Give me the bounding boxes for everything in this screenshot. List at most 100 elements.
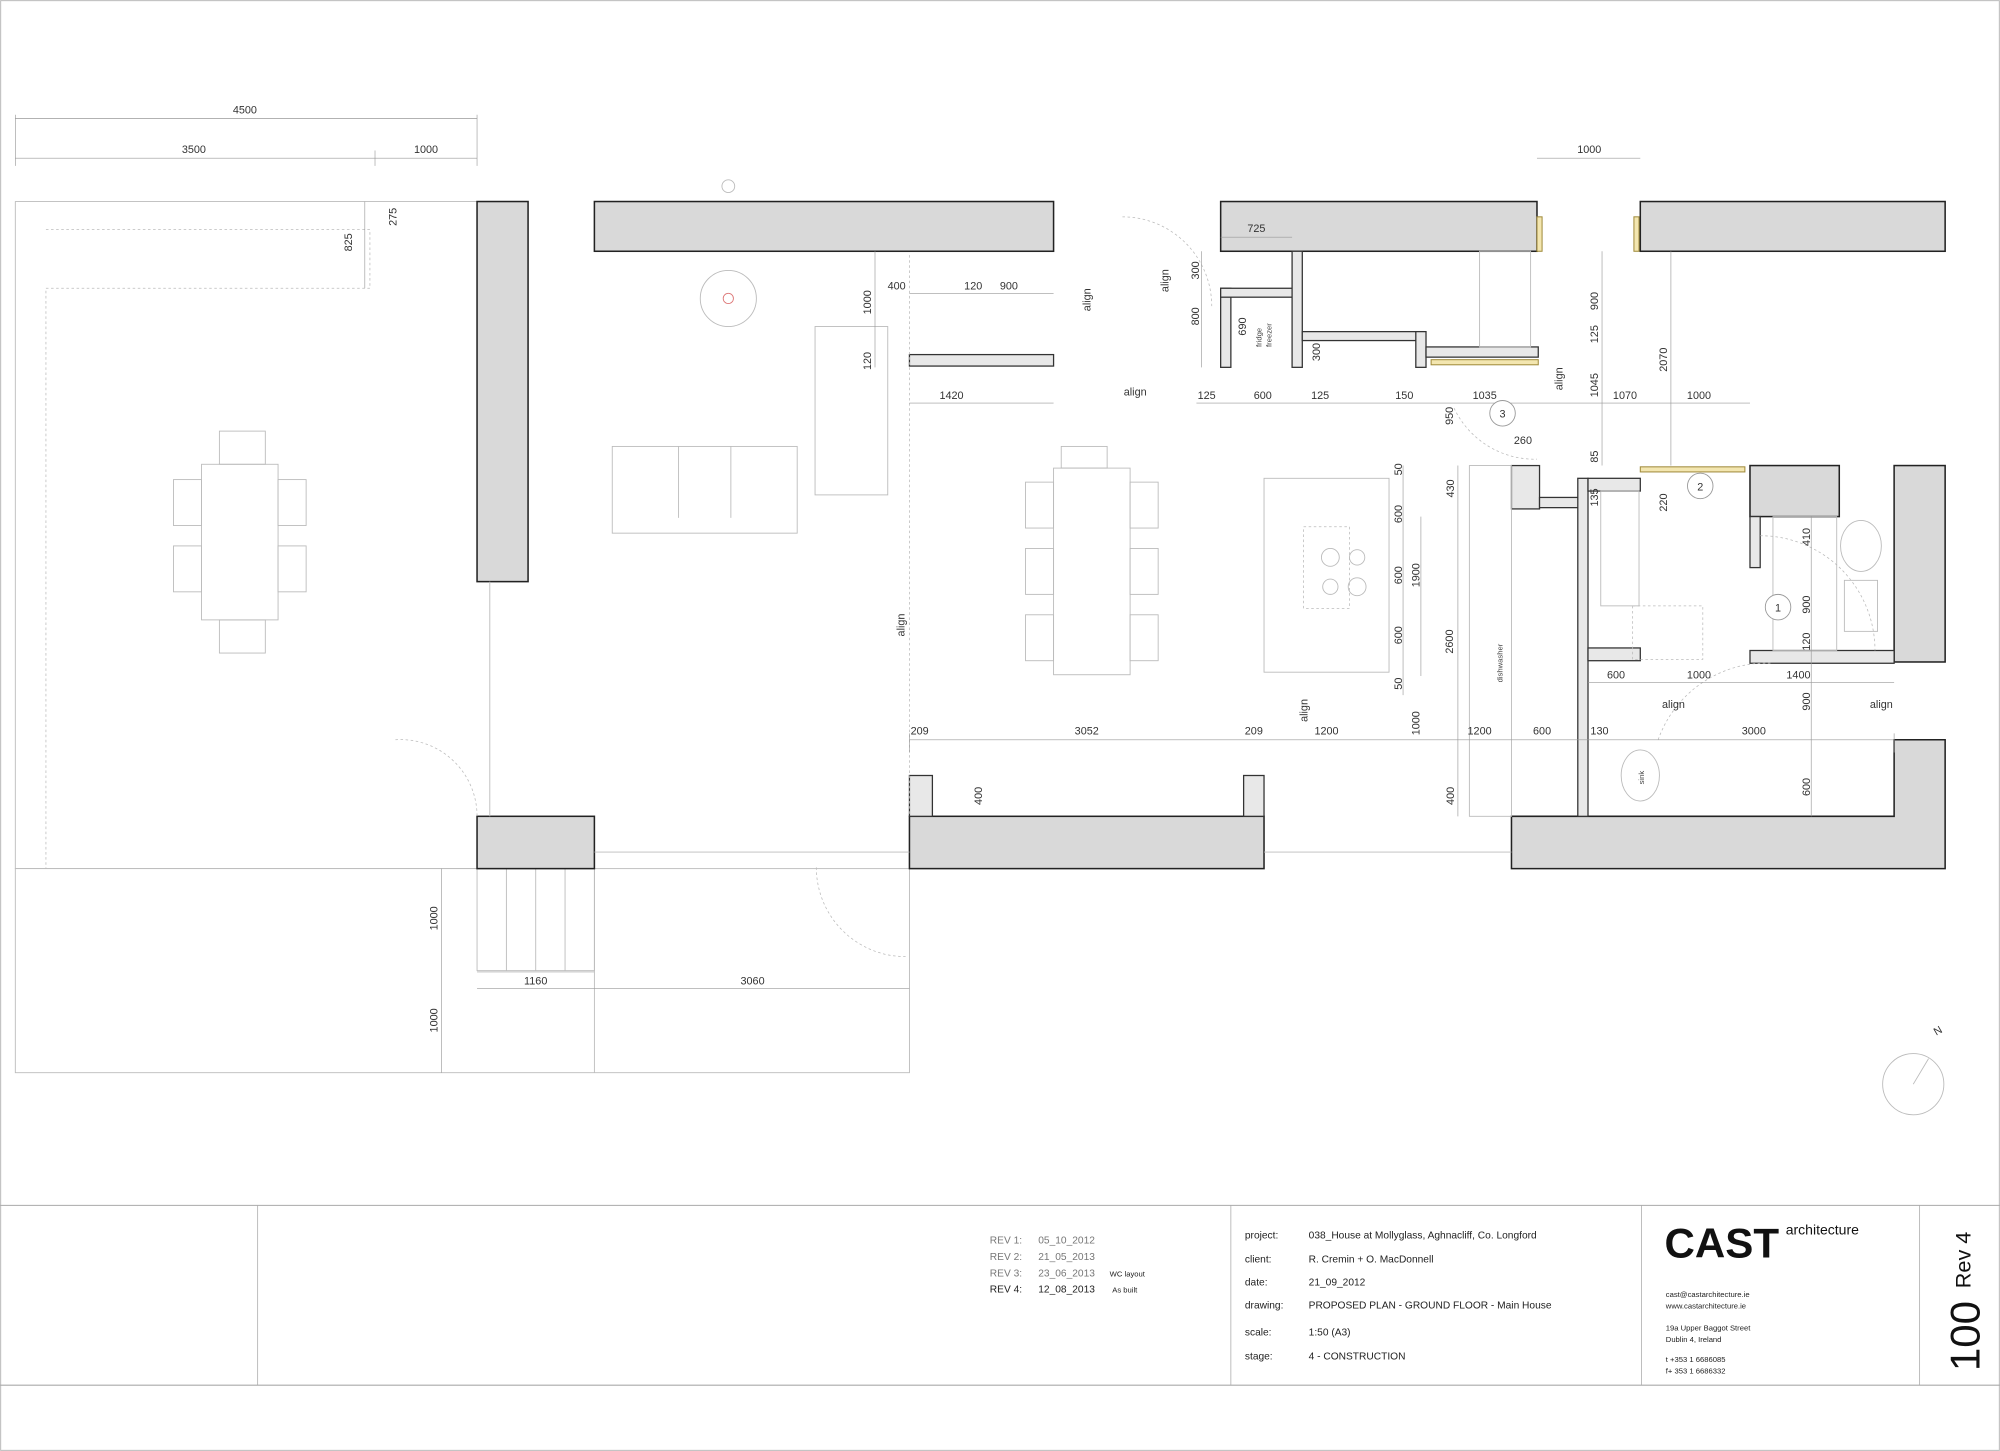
revision-label: REV 1: — [990, 1236, 1022, 1247]
sheet-number: 100 — [1942, 1301, 1989, 1371]
firm-logo: CAST architecture — [1665, 1220, 1860, 1267]
freezer-label: freezer — [1265, 323, 1274, 347]
sofa — [611, 445, 798, 534]
revision-date: 21_05_2013 — [1038, 1252, 1095, 1263]
dimension-label: 400 — [973, 787, 985, 805]
walls — [476, 200, 1946, 870]
firm-suffix: architecture — [1786, 1222, 1859, 1238]
project-fields: project:038_House at Mollyglass, Aghnacl… — [1245, 1231, 1552, 1363]
firm-email[interactable]: cast@castarchitecture.ie — [1666, 1290, 1750, 1299]
dishwasher-label: dishwasher — [1496, 643, 1505, 682]
revision-date: 05_10_2012 — [1038, 1236, 1095, 1247]
dimension-label: 1035 — [1473, 390, 1497, 402]
dimension-label: align — [1662, 699, 1685, 711]
svg-text:3: 3 — [1500, 409, 1506, 421]
svg-text:1: 1 — [1775, 603, 1781, 615]
dimension-label: 4500 — [233, 105, 257, 117]
dimension-label: 125 — [1311, 390, 1329, 402]
svg-text:2: 2 — [1697, 481, 1703, 493]
dimension-label: 950 — [1444, 407, 1456, 425]
dimension-label: 1000 — [1687, 390, 1711, 402]
dimension-label: 900 — [1589, 292, 1601, 310]
field-label: project: — [1245, 1231, 1278, 1242]
dimension-label: 300 — [1311, 343, 1323, 361]
dimension-label: 275 — [388, 208, 400, 226]
dimension-label: 2070 — [1658, 348, 1670, 372]
firm-tel: t +353 1 6686085 — [1666, 1355, 1726, 1364]
dimension-label: 209 — [911, 726, 929, 738]
fridge-label: fridge — [1254, 328, 1263, 347]
firm-fax: f+ 353 1 6686332 — [1666, 1367, 1726, 1376]
steps — [476, 868, 595, 972]
dimension-label: 1000 — [429, 906, 441, 930]
dimension-label: 3000 — [1742, 726, 1766, 738]
dimension-label: 900 — [1801, 692, 1813, 710]
dimension-label: 600 — [1254, 390, 1272, 402]
room-tag-3: 3 — [1489, 400, 1516, 427]
dimension-label: 1000 — [1411, 711, 1423, 735]
dimension-label: 220 — [1658, 494, 1670, 512]
dimension-label: 209 — [1245, 726, 1263, 738]
dimension-label: align — [1870, 699, 1893, 711]
dimension-label: align — [1298, 699, 1310, 722]
dimension-label: 1070 — [1613, 390, 1637, 402]
room-tag-1: 1 — [1764, 593, 1792, 621]
room-tag-2: 2 — [1687, 472, 1714, 500]
dimension-label: align — [1159, 269, 1171, 292]
firm-website[interactable]: www.castarchitecture.ie — [1665, 1302, 1746, 1311]
field-label: drawing: — [1245, 1301, 1284, 1312]
dimension-label: 50 — [1393, 463, 1405, 475]
dimension-label: 3500 — [182, 144, 206, 156]
dimension-label: 300 — [1190, 261, 1202, 279]
dimension-label: 3060 — [741, 976, 765, 988]
revision-note: WC layout — [1110, 1269, 1146, 1278]
dimension-label: 1000 — [862, 290, 874, 314]
field-label: client: — [1245, 1255, 1272, 1266]
dimension-label: 410 — [1801, 528, 1813, 546]
revision-label: REV 2: — [990, 1252, 1022, 1263]
dimension-label: 400 — [1445, 787, 1457, 805]
dimension-label: 1160 — [524, 976, 547, 988]
dimension-label: 900 — [1801, 596, 1813, 614]
field-label: stage: — [1245, 1352, 1273, 1363]
dimension-label: 690 — [1237, 317, 1249, 335]
firm-address-1: 19a Upper Baggot Street — [1666, 1323, 1751, 1332]
dimension-label: 825 — [343, 233, 355, 251]
dimension-label: 130 — [1590, 726, 1608, 738]
dimension-label: 1200 — [1468, 726, 1492, 738]
dimension-label: 150 — [1395, 390, 1413, 402]
sheet-revision: Rev 4 — [1951, 1232, 1976, 1289]
dimension-label: 1420 — [939, 390, 963, 402]
dimension-label: align — [895, 614, 907, 637]
revision-label: REV 3: — [990, 1268, 1022, 1279]
revision-date: 12_08_2013 — [1038, 1285, 1095, 1296]
dimension-label: 600 — [1607, 670, 1625, 682]
partitions — [908, 250, 1895, 817]
dimension-label: 600 — [1393, 505, 1405, 523]
sofa — [814, 326, 889, 496]
dimension-label: 430 — [1445, 479, 1457, 497]
dimension-label: 1000 — [1577, 144, 1601, 156]
dimension-label: 900 — [1000, 281, 1018, 293]
dimension-label: 725 — [1247, 223, 1265, 235]
sink-label: sink — [1637, 771, 1646, 785]
dimension-label: 1045 — [1589, 373, 1601, 397]
terrace-outline — [14, 201, 910, 1074]
dimension-label: 1000 — [1687, 670, 1711, 682]
field-label: scale: — [1245, 1327, 1272, 1338]
dimension-label: 3052 — [1075, 726, 1099, 738]
dimension-label: 600 — [1393, 566, 1405, 584]
field-value: 1:50 (A3) — [1309, 1327, 1351, 1338]
dimension-label: 120 — [862, 352, 874, 370]
dimension-label: 135 — [1589, 488, 1601, 506]
dimension-label: 1900 — [1411, 563, 1423, 587]
revision-label: REV 4: — [990, 1285, 1022, 1296]
dimension-label: align — [1124, 386, 1147, 398]
dimension-label: 600 — [1801, 778, 1813, 796]
dimension-label: 125 — [1198, 390, 1216, 402]
